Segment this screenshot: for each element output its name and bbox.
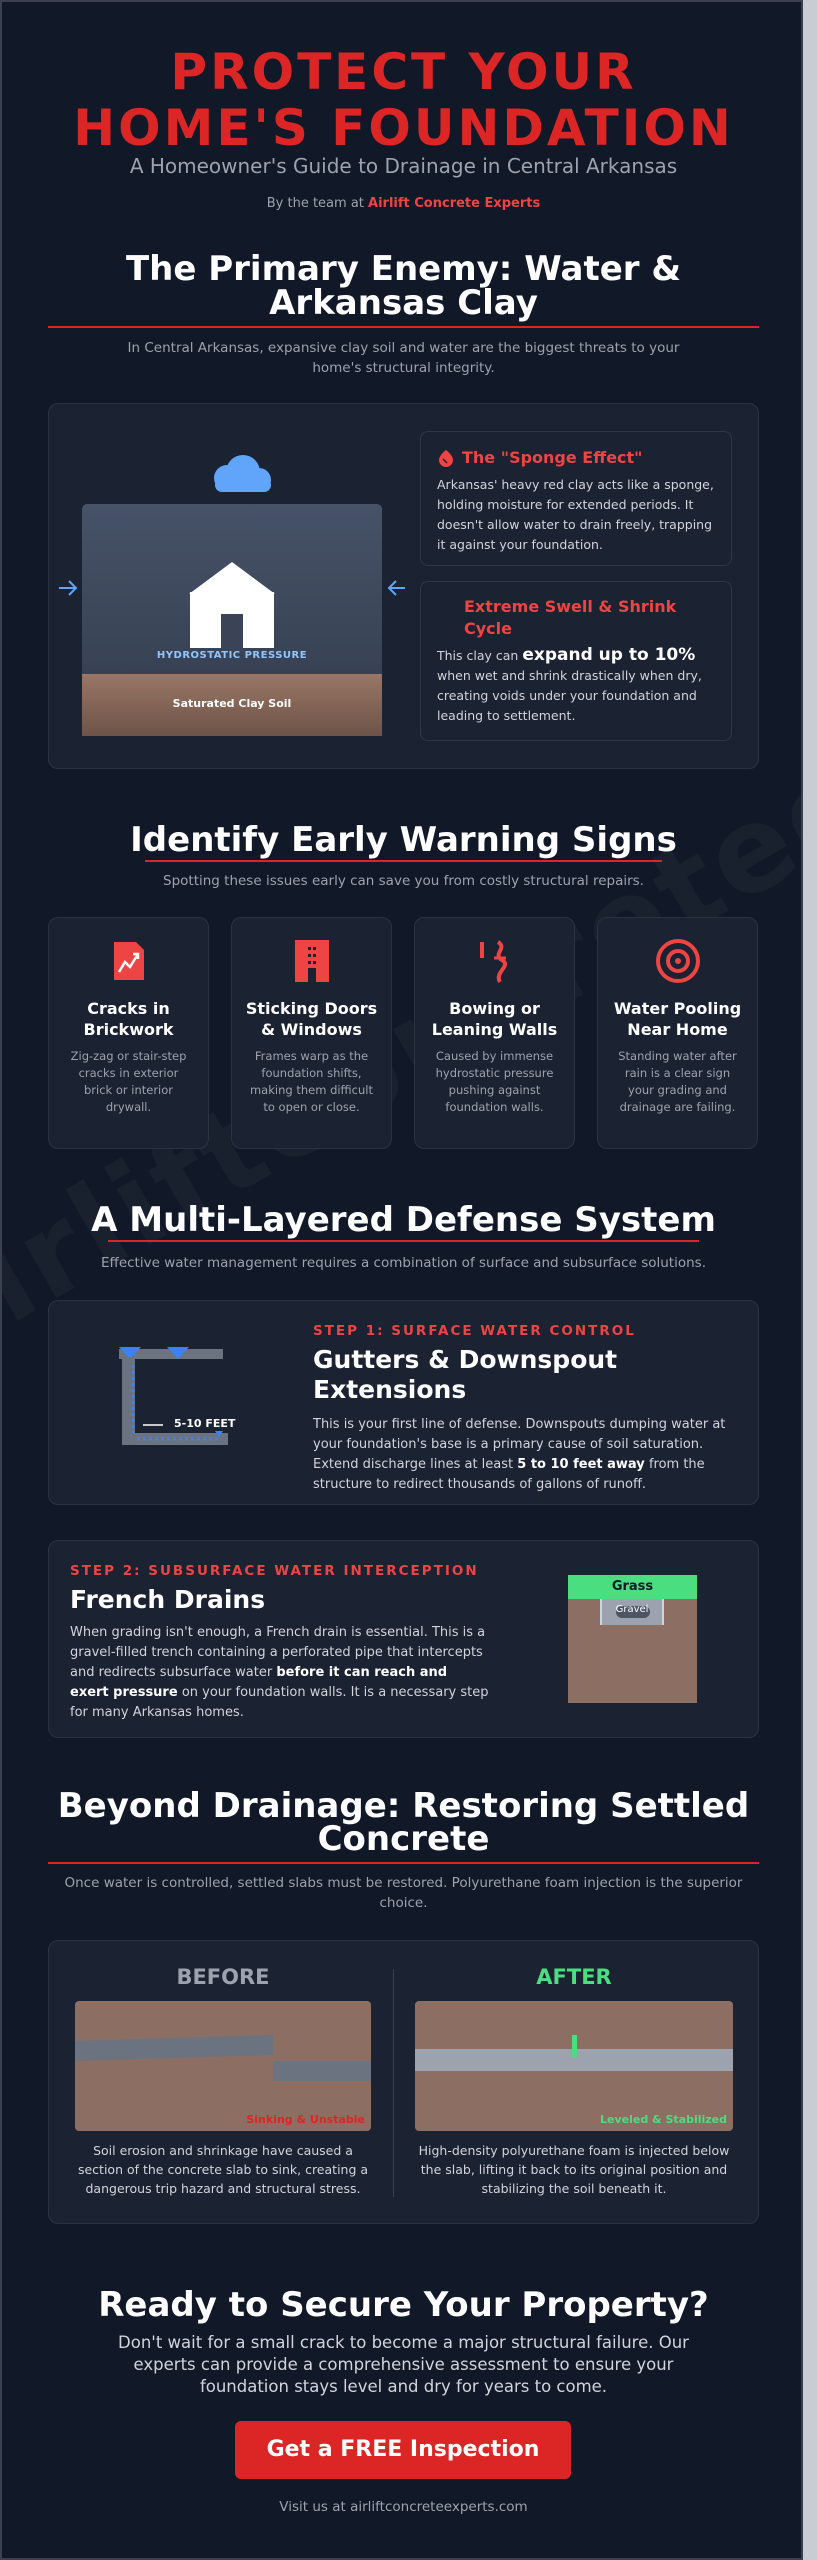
sponge-effect-text: Arkansas' heavy red clay acts like a spo… bbox=[437, 477, 714, 552]
before-caption: Sinking & Unstable bbox=[246, 2113, 365, 2126]
before-after-panel: BEFORE Sinking & Unstable Soil erosion a… bbox=[48, 1940, 759, 2224]
swell-shrink-title: Extreme Swell & Shrink Cycle bbox=[464, 597, 677, 638]
section-divider bbox=[48, 1862, 759, 1864]
sponge-effect-card: The "Sponge Effect" Arkansas' heavy red … bbox=[420, 431, 732, 566]
sponge-effect-title: The "Sponge Effect" bbox=[462, 448, 643, 467]
cta-title: Ready to Secure Your Property? bbox=[98, 2285, 709, 2325]
bowing-wall-icon bbox=[479, 940, 507, 984]
swell-text-prefix: This clay can bbox=[437, 648, 519, 663]
before-text: Soil erosion and shrinkage have caused a… bbox=[77, 2143, 369, 2196]
section-title-enemy: The Primary Enemy: Water & Arkansas Clay bbox=[125, 249, 682, 323]
after-heading: AFTER bbox=[536, 1965, 612, 1989]
hydrostatic-pressure-label: HYDROSTATIC PRESSURE bbox=[156, 650, 308, 661]
before-after-divider bbox=[393, 1969, 394, 2197]
section-desc-enemy: In Central Arkansas, expansive clay soil… bbox=[127, 340, 680, 376]
chart-crack-icon bbox=[113, 942, 144, 980]
byline-brand: Airlift Concrete Experts bbox=[368, 196, 541, 211]
step2-text-emphasis: before it can reach and exert pressure bbox=[70, 1665, 448, 1700]
grass-layer: Grass bbox=[568, 1575, 697, 1599]
footer-link[interactable]: Visit us at airliftconcreteexperts.com bbox=[279, 2499, 528, 2515]
page-title: PROTECT YOUR HOME'S FOUNDATION bbox=[73, 43, 734, 157]
warning-card-walls: Bowing or Leaning Walls Caused by immens… bbox=[414, 917, 575, 1149]
warning-card-pooling: Water Pooling Near Home Standing water a… bbox=[597, 917, 758, 1149]
warning-text-walls: Caused by immense hydrostatic pressure p… bbox=[435, 1049, 554, 1114]
warning-card-doors: Sticking Doors & Windows Frames warp as … bbox=[231, 917, 392, 1149]
section-desc-warnings: Spotting these issues early can save you… bbox=[163, 873, 644, 889]
cta-text: Don't wait for a small crack to become a… bbox=[118, 2333, 689, 2396]
step1-text-emphasis: 5 to 10 feet away bbox=[517, 1457, 645, 1472]
arrow-right-icon bbox=[59, 580, 78, 596]
step2-label: STEP 2: SUBSURFACE WATER INTERCEPTION bbox=[70, 1563, 479, 1579]
step1-text: This is your first line of defense. Down… bbox=[313, 1415, 743, 1495]
droplet-icon bbox=[439, 449, 453, 467]
byline: By the team at Airlift Concrete Experts bbox=[2, 196, 801, 211]
house-icon bbox=[189, 562, 275, 648]
warning-text-doors: Frames warp as the foundation shifts, ma… bbox=[249, 1049, 373, 1114]
warning-card-cracks: Cracks in Brickwork Zig-zag or stair-ste… bbox=[48, 917, 209, 1149]
warning-text-pooling: Standing water after rain is a clear sig… bbox=[618, 1049, 737, 1114]
after-text: High-density polyurethane foam is inject… bbox=[418, 2143, 730, 2196]
section-title-restore: Beyond Drainage: Restoring Settled Concr… bbox=[57, 1786, 750, 1859]
cloud-icon bbox=[214, 455, 271, 492]
warning-text-cracks: Zig-zag or stair-step cracks in exterior… bbox=[70, 1049, 187, 1114]
section-title-warnings: Identify Early Warning Signs bbox=[130, 820, 677, 860]
step1-label: STEP 1: SURFACE WATER CONTROL bbox=[313, 1323, 636, 1339]
step1-panel: 5-10 FEET STEP 1: SURFACE WATER CONTROL … bbox=[48, 1300, 759, 1505]
free-inspection-button[interactable]: Get a FREE Inspection bbox=[235, 2421, 571, 2479]
step2-text-suffix: on your foundation walls. It is a necess… bbox=[70, 1685, 489, 1720]
step1-title: Gutters & Downspout Extensions bbox=[313, 1345, 618, 1404]
target-icon bbox=[655, 939, 700, 983]
gravel-layer: Gravel bbox=[600, 1599, 664, 1625]
step2-panel: STEP 2: SUBSURFACE WATER INTERCEPTION Fr… bbox=[48, 1540, 759, 1738]
gravel-label: Gravel bbox=[615, 1604, 649, 1615]
byline-prefix: By the team at bbox=[266, 196, 364, 211]
section-desc-restore: Once water is controlled, settled slabs … bbox=[64, 1875, 743, 1911]
foundation-pressure-diagram bbox=[59, 455, 405, 736]
french-drain-diagram: Grass Gravel bbox=[568, 1575, 697, 1703]
warning-title-pooling: Water Pooling Near Home bbox=[613, 999, 742, 1039]
arrow-left-icon bbox=[387, 580, 405, 596]
swell-text-emphasis: expand up to 10% bbox=[522, 645, 696, 665]
before-heading: BEFORE bbox=[176, 1965, 270, 1989]
after-caption: Leveled & Stabilized bbox=[600, 2113, 727, 2126]
step2-text: When grading isn't enough, a French drai… bbox=[70, 1623, 490, 1723]
warning-title-walls: Bowing or Leaning Walls bbox=[431, 999, 558, 1039]
swell-shrink-text: This clay can expand up to 10% when wet … bbox=[437, 645, 722, 726]
page-subtitle: A Homeowner's Guide to Drainage in Centr… bbox=[129, 154, 678, 178]
perforated-pipe bbox=[616, 1606, 650, 1618]
gutter-downspout-diagram bbox=[119, 1347, 228, 1445]
step2-text-prefix: When grading isn't enough, a French drai… bbox=[70, 1625, 486, 1680]
warning-title-cracks: Cracks in Brickwork bbox=[83, 999, 174, 1039]
swell-shrink-card: Extreme Swell & Shrink Cycle This clay c… bbox=[420, 581, 732, 741]
enemy-panel: HYDROSTATIC PRESSURE Saturated Clay Soil… bbox=[48, 403, 759, 769]
saturated-soil-label: Saturated Clay Soil bbox=[172, 697, 292, 710]
section-divider bbox=[108, 1240, 699, 1242]
step1-text-suffix: from the structure to redirect thousands… bbox=[313, 1457, 705, 1492]
swell-text-suffix: when wet and shrink drastically when dry… bbox=[437, 668, 702, 723]
step1-text-prefix: This is your first line of defense. Down… bbox=[313, 1417, 726, 1472]
warning-title-doors: Sticking Doors & Windows bbox=[245, 999, 378, 1039]
section-divider bbox=[48, 326, 759, 328]
section-desc-defense: Effective water management requires a co… bbox=[101, 1255, 706, 1271]
leveled-slab-illustration bbox=[415, 2001, 733, 2131]
sinking-slab-illustration bbox=[75, 2001, 371, 2131]
distance-label: 5-10 FEET bbox=[174, 1417, 236, 1430]
section-title-defense: A Multi-Layered Defense System bbox=[91, 1200, 716, 1240]
section-divider bbox=[145, 860, 662, 862]
building-icon bbox=[294, 940, 329, 982]
step2-title: French Drains bbox=[70, 1585, 266, 1614]
